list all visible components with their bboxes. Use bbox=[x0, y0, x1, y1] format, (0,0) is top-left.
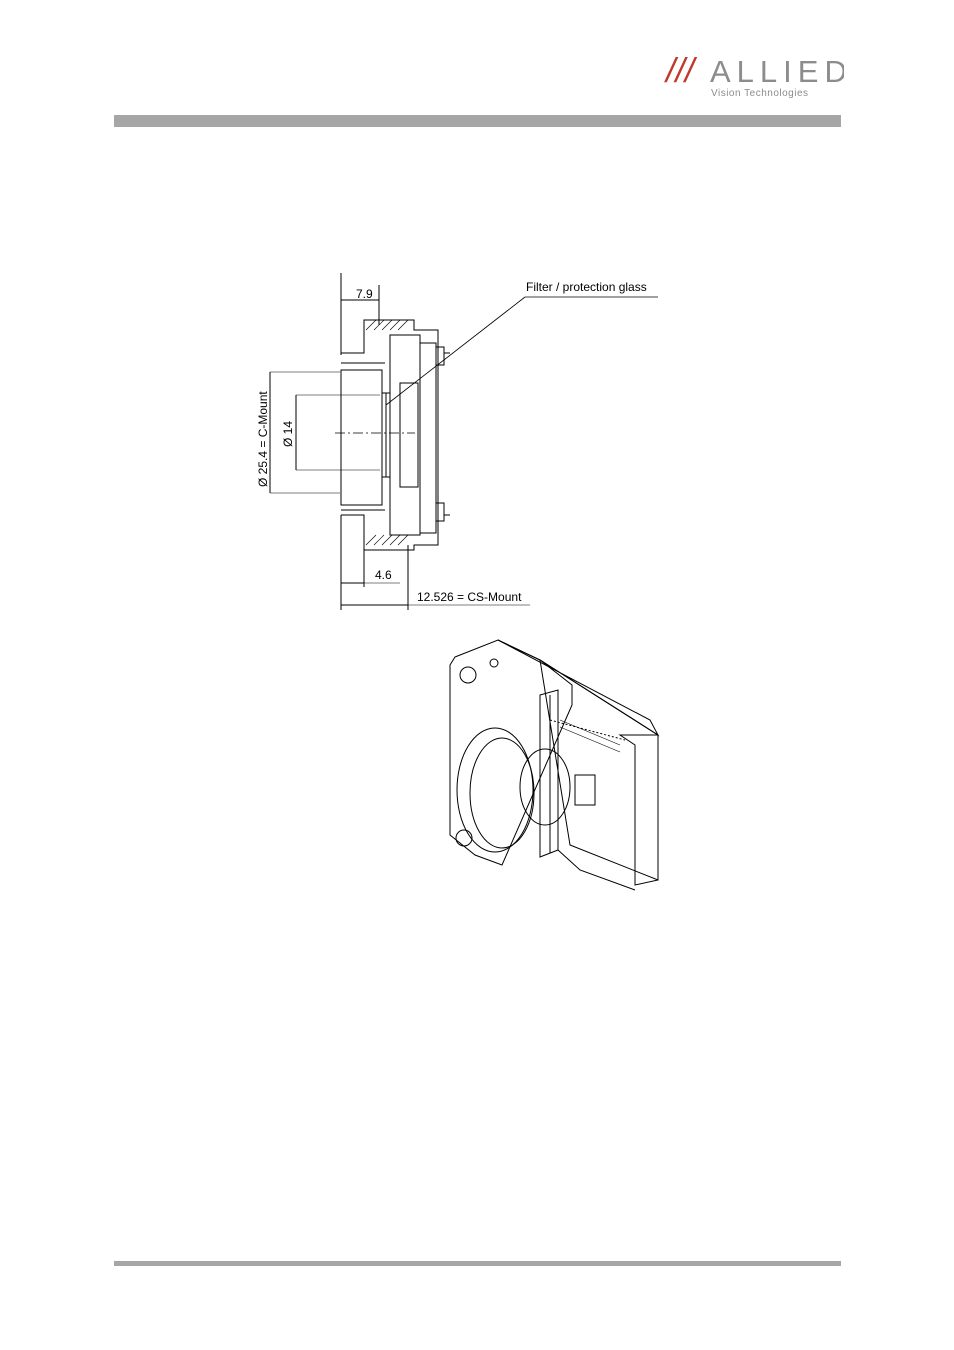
dimension-bottom-label: 4.6 bbox=[375, 568, 392, 582]
cs-mount-label: 12.526 = CS-Mount bbox=[417, 590, 522, 604]
logo-slashes: /// bbox=[664, 52, 698, 90]
inner-diameter-label: Ø 14 bbox=[281, 421, 295, 447]
lens-mount-drawing: 7.9 Filter / protection glass Ø 25.4 = C… bbox=[240, 265, 680, 915]
logo-tagline: Vision Technologies bbox=[711, 88, 809, 99]
cross-section-view bbox=[270, 273, 658, 610]
allied-vision-logo: /// ALLIED Vision Technologies bbox=[664, 52, 844, 102]
logo-brand: ALLIED bbox=[710, 54, 844, 89]
c-mount-diameter-label: Ø 25.4 = C-Mount bbox=[256, 391, 270, 487]
filter-callout-label: Filter / protection glass bbox=[526, 280, 647, 294]
footer-rule bbox=[114, 1261, 841, 1266]
header-rule bbox=[114, 115, 841, 127]
isometric-view bbox=[450, 640, 658, 890]
dimension-top-label: 7.9 bbox=[356, 287, 373, 301]
